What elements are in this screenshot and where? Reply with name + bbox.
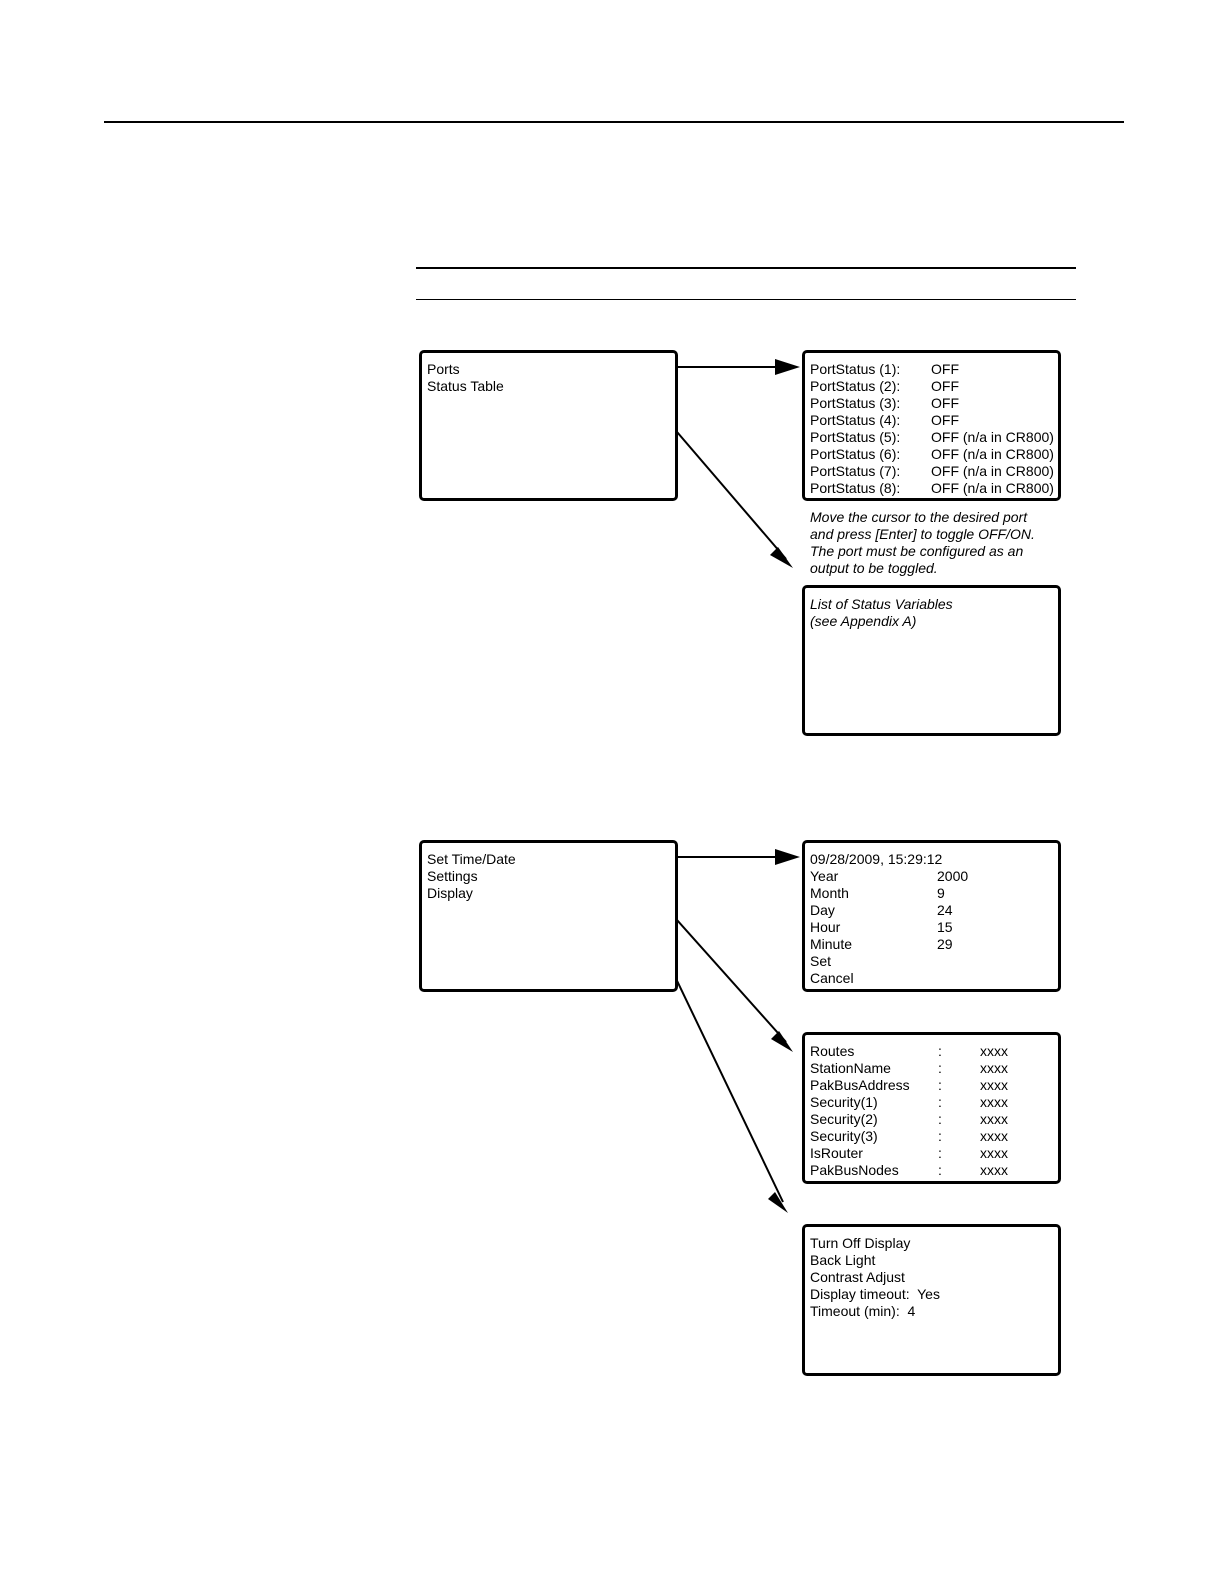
menu-item-status-table[interactable]: Status Table xyxy=(427,378,504,394)
setting-value: xxxx xyxy=(980,1060,1008,1076)
port-toggle-note: Move the cursor to the desired port and … xyxy=(810,509,1035,577)
figure-top-rule xyxy=(416,267,1076,269)
port-status-value: OFF (n/a in CR800) xyxy=(931,480,1054,496)
display-option-turn-off[interactable]: Turn Off Display xyxy=(810,1235,911,1251)
port-status-value: OFF (n/a in CR800) xyxy=(931,429,1054,445)
port-status-label: PortStatus (3): xyxy=(810,395,901,411)
port-status-value: OFF xyxy=(931,395,959,411)
setting-value: xxxx xyxy=(980,1128,1008,1144)
setting-label: PakBusNodes xyxy=(810,1162,899,1178)
setting-value: xxxx xyxy=(980,1043,1008,1059)
setting-label: Security(1) xyxy=(810,1094,878,1110)
display-screen: Turn Off Display Back Light Contrast Adj… xyxy=(802,1224,1061,1376)
time-field-value: 9 xyxy=(937,885,945,901)
setting-separator: : xyxy=(938,1060,942,1076)
time-field-label: Minute xyxy=(810,936,853,952)
status-variables-reference: (see Appendix A) xyxy=(810,613,917,629)
setting-separator: : xyxy=(938,1145,942,1161)
port-status-label: PortStatus (6): xyxy=(810,446,901,462)
set-time-button[interactable]: Set xyxy=(810,953,832,969)
setting-label: Security(2) xyxy=(810,1111,878,1127)
setting-value: xxxx xyxy=(980,1111,1008,1127)
note-line: The port must be configured as an xyxy=(810,543,1024,559)
display-option-contrast[interactable]: Contrast Adjust xyxy=(810,1269,905,1285)
setting-label: PakBusAddress xyxy=(810,1077,910,1093)
status-variables-screen: List of Status Variables (see Appendix A… xyxy=(802,585,1061,736)
port-status-label: PortStatus (2): xyxy=(810,378,901,394)
setting-label: Routes xyxy=(810,1043,855,1059)
port-status-value: OFF xyxy=(931,412,959,428)
config-menu-screen: Set Time/Date Settings Display xyxy=(419,840,678,992)
setting-separator: : xyxy=(938,1162,942,1178)
time-date-screen: 09/28/2009, 15:29:12 Year 2000 Month 9 Day… xyxy=(802,840,1061,992)
menu-item-ports[interactable]: Ports xyxy=(427,361,460,377)
ports-menu-screen: Ports Status Table xyxy=(419,350,678,501)
port-status-value: OFF xyxy=(931,361,959,377)
port-status-label: PortStatus (1): xyxy=(810,361,901,377)
port-status-screen: PortStatus (1): OFF PortStatus (2): OFF Po… xyxy=(802,350,1061,501)
setting-label: StationName xyxy=(810,1060,891,1076)
port-status-value: OFF xyxy=(931,378,959,394)
port-status-value: OFF (n/a in CR800) xyxy=(931,463,1054,479)
page-top-rule xyxy=(104,121,1124,123)
setting-value: xxxx xyxy=(980,1145,1008,1161)
time-field-value: 2000 xyxy=(937,868,969,884)
menu-item-set-time-date[interactable]: Set Time/Date xyxy=(427,851,516,867)
display-option-back-light[interactable]: Back Light xyxy=(810,1252,876,1268)
setting-separator: : xyxy=(938,1128,942,1144)
setting-value: xxxx xyxy=(980,1077,1008,1093)
setting-separator: : xyxy=(938,1094,942,1110)
time-field-value: 29 xyxy=(937,936,953,952)
cancel-time-button[interactable]: Cancel xyxy=(810,970,854,986)
time-field-value: 15 xyxy=(937,919,953,935)
setting-value: xxxx xyxy=(980,1094,1008,1110)
settings-screen: Routes: xxxx StationName: xxxx PakBusAddre… xyxy=(802,1032,1061,1184)
setting-separator: : xyxy=(938,1111,942,1127)
setting-value: xxxx xyxy=(980,1162,1008,1178)
setting-separator: : xyxy=(938,1043,942,1059)
setting-label: Security(3) xyxy=(810,1128,878,1144)
setting-label: IsRouter xyxy=(810,1145,863,1161)
note-line: Move the cursor to the desired port xyxy=(810,509,1028,525)
port-status-label: PortStatus (7): xyxy=(810,463,901,479)
display-option-timeout-minutes[interactable]: Timeout (min): 4 xyxy=(810,1303,916,1319)
status-variables-title: List of Status Variables xyxy=(810,596,953,612)
port-status-label: PortStatus (4): xyxy=(810,412,901,428)
setting-separator: : xyxy=(938,1077,942,1093)
time-field-label: Day xyxy=(810,902,835,918)
time-field-label: Year xyxy=(810,868,839,884)
port-status-label: PortStatus (5): xyxy=(810,429,901,445)
display-option-timeout[interactable]: Display timeout: Yes xyxy=(810,1286,940,1302)
menu-item-settings[interactable]: Settings xyxy=(427,868,478,884)
port-status-label: PortStatus (8): xyxy=(810,480,901,496)
note-line: output to be toggled. xyxy=(810,560,938,576)
port-status-value: OFF (n/a in CR800) xyxy=(931,446,1054,462)
figure-caption-rule xyxy=(416,299,1076,300)
time-field-label: Hour xyxy=(810,919,841,935)
time-field-label: Month xyxy=(810,885,849,901)
time-field-value: 24 xyxy=(937,902,953,918)
current-datetime: 09/28/2009, 15:29:12 xyxy=(810,851,943,867)
menu-item-display[interactable]: Display xyxy=(427,885,473,901)
note-line: and press [Enter] to toggle OFF/ON. xyxy=(810,526,1035,542)
